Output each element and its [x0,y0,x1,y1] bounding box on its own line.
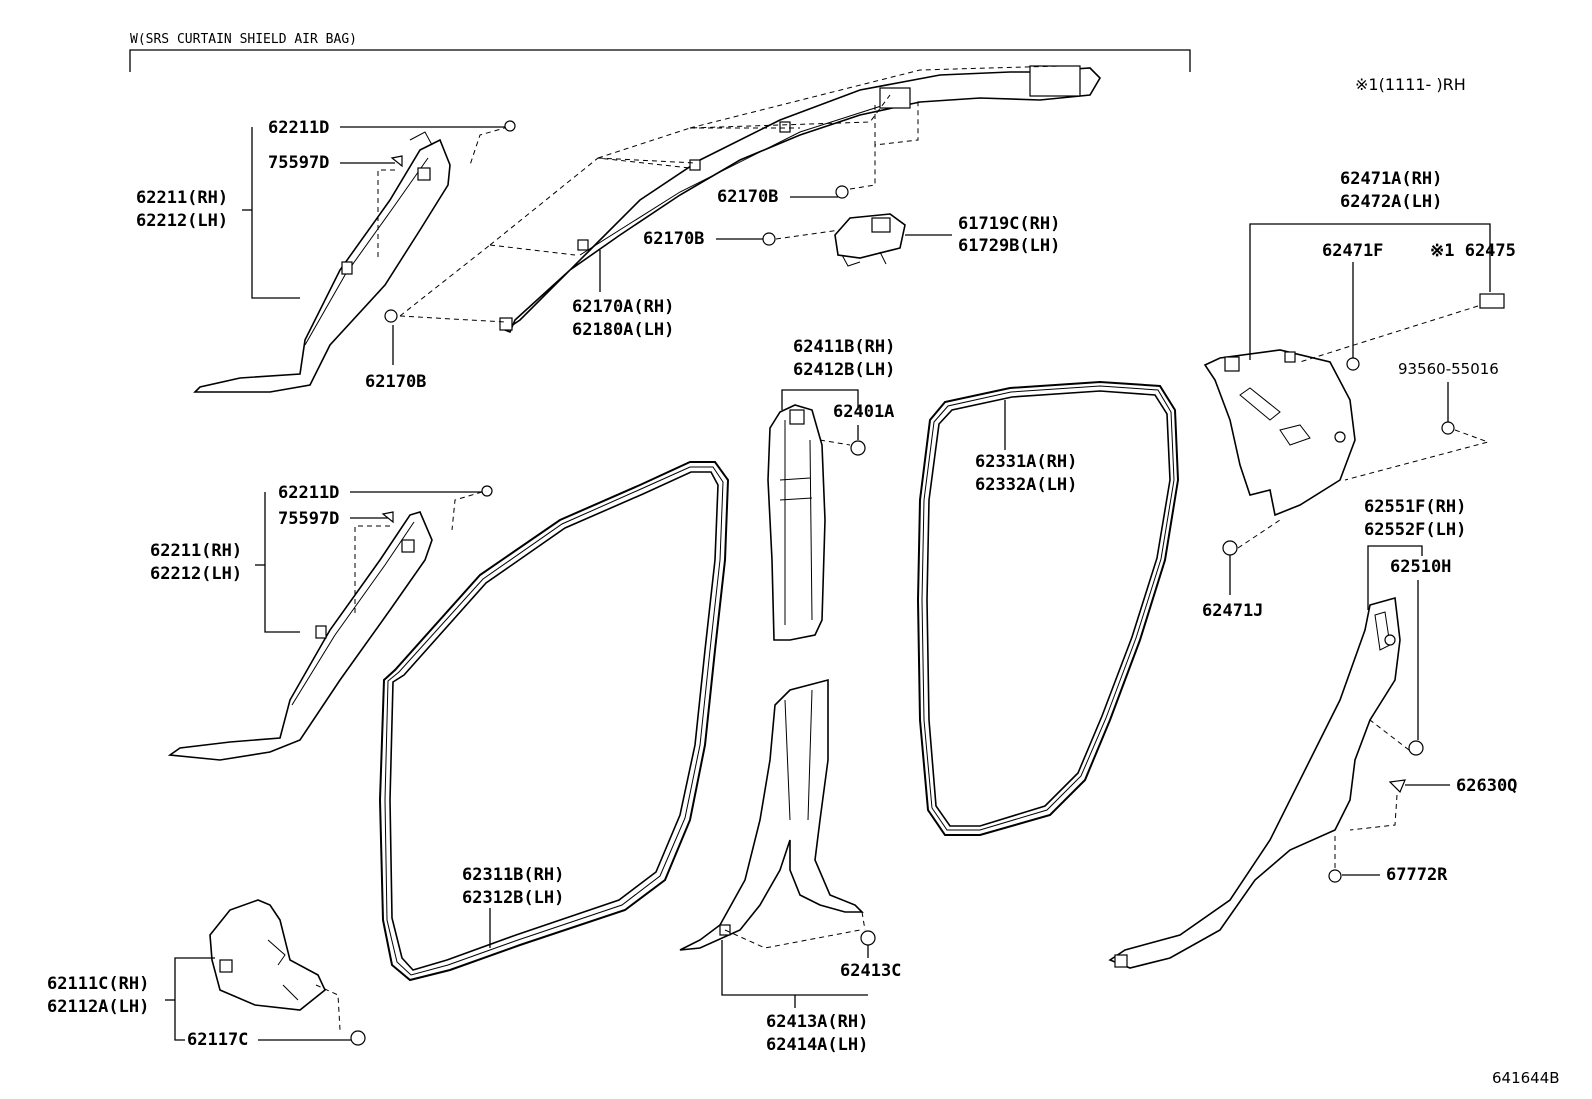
label-62170A-rh: 62170A(RH) [572,297,674,317]
label-62471J: 62471J [1202,601,1263,621]
variant-caption: W(SRS CURTAIN SHIELD AIR BAG) [130,32,357,47]
clip-62471J [1222,540,1238,556]
curtain-airbag-dashes [399,65,1061,323]
label-62311B-rh: 62311B(RH) [462,865,564,885]
label-62472A-lh: 62472A(LH) [1340,192,1442,212]
label-67772R: 67772R [1386,865,1448,885]
label-62332A-lh: 62332A(LH) [975,475,1077,495]
label-62414A-lh: 62414A(LH) [766,1035,868,1055]
clip-62510H [1408,740,1424,756]
center-pillar-upper-labels: 62411B(RH) 62412B(LH) 62401A [781,337,895,456]
label-61719C-rh: 61719C(RH) [958,214,1060,234]
bolt-62170B-low [384,309,398,323]
clip-62117C [350,1030,366,1046]
label-62170B-low: 62170B [365,372,426,392]
label-62413C: 62413C [840,961,901,981]
label-75597D: 75597D [268,153,329,173]
cowl-side-labels: 62111C(RH) 62112A(LH) 62117C [47,957,366,1050]
label-62475: ※1 62475 [1430,241,1516,261]
quarter-pillar-labels: 62471A(RH) 62472A(LH) 62471F ※1 62475 93… [1202,169,1516,621]
label-62117C: 62117C [187,1030,248,1050]
quarter-lower-labels: 62551F(RH) 62552F(LH) 62510H 62630Q 6777… [1328,497,1517,885]
rear-door-weatherstrip [916,380,1180,836]
label-62412B-lh: 62412B(LH) [793,360,895,380]
variant-bracket [129,49,1191,72]
label-62180A-lh: 62180A(LH) [572,320,674,340]
label-62170B-mid: 62170B [643,229,704,249]
label-62510H: 62510H [1390,557,1451,577]
clip-62401A [850,440,866,456]
cowl-side-trim [209,899,326,1011]
airbag-labels: 62170B 62170B 62170B 62170A(RH) 62180A(L… [365,185,849,392]
clip-62413C [860,930,876,946]
label-62112A-lh: 62112A(LH) [47,997,149,1017]
label-62413A-rh: 62413A(RH) [766,1012,868,1032]
label-62401A: 62401A [833,402,894,422]
label-62411B-rh: 62411B(RH) [793,337,895,357]
label-62471A-rh: 62471A(RH) [1340,169,1442,189]
label-62552F-lh: 62552F(LH) [1364,520,1466,540]
airbag-inflator [1029,65,1081,97]
front-pillar-garnish-upper [193,131,451,393]
footnote-note: ※1(1111- )RH [1355,75,1466,94]
clip-67772R [1328,869,1342,883]
front-pillar-labels-upper: 62211D 75597D 62211(RH) 62212(LH) [136,118,516,299]
quarter-lower-garnish [1108,596,1401,969]
clip-62471F [1346,357,1360,371]
label-75597D-lower: 75597D [278,509,339,529]
label-62111C-rh: 62111C(RH) [47,974,149,994]
label-62551F-rh: 62551F(RH) [1364,497,1466,517]
label-62471F: 62471F [1322,241,1383,261]
center-pillar-upper-garnish [767,404,826,641]
front-pillar-garnish-lower [167,511,433,761]
label-93560-55016: 93560-55016 [1398,360,1499,378]
label-62170B-top: 62170B [717,187,778,207]
label-62312B-lh: 62312B(LH) [462,888,564,908]
part-62475 [1479,293,1505,309]
center-pillar-lower-labels: 62413C 62413A(RH) 62414A(LH) [721,911,901,1055]
label-62331A-rh: 62331A(RH) [975,452,1077,472]
bolt-62170B-mid [762,232,776,246]
garnish-clip [417,167,431,181]
curtain-airbag [499,65,1102,334]
label-62211D: 62211D [268,118,329,138]
clip-62211D [504,120,516,132]
label-62212-lh-lower: 62212(LH) [150,564,242,584]
quarter-pillar-garnish [1203,349,1356,517]
diagram-code: 641644B [1492,1069,1560,1087]
label-62630Q: 62630Q [1456,776,1517,796]
label-62211-rh-lower: 62211(RH) [150,541,242,561]
clip-75597D [390,155,403,168]
label-62212-lh: 62212(LH) [136,211,228,231]
front-door-weatherstrip [378,461,730,982]
label-61729B-lh: 61729B(LH) [958,236,1060,256]
clip-62630Q [1388,779,1406,794]
label-62211D-lower: 62211D [278,483,339,503]
bolt-62170B-top [835,185,849,199]
screw-93560 [1441,421,1455,435]
assist-grip-bracket [834,213,906,267]
label-62211-rh: 62211(RH) [136,188,228,208]
front-pillar-labels-lower: 62211D 75597D 62211(RH) 62212(LH) [150,483,493,633]
